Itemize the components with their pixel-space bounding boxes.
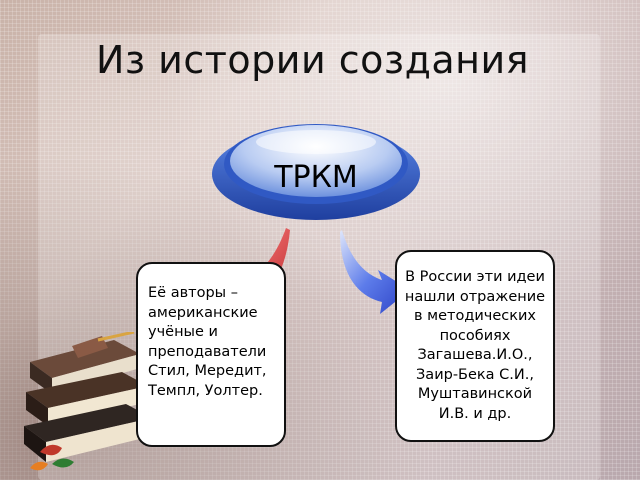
- books-illustration: [24, 332, 152, 471]
- central-node-label: ТРКМ: [274, 160, 358, 195]
- central-node: [212, 124, 420, 220]
- left-text: Её авторы – американские учёные и препод…: [148, 285, 267, 399]
- right-arrow: [340, 230, 410, 314]
- right-text: В России эти идеи нашли отражение в мето…: [404, 269, 546, 422]
- right-text-box: В России эти идеи нашли отражение в мето…: [395, 250, 555, 442]
- left-text-box: Её авторы – американские учёные и препод…: [136, 262, 286, 447]
- slide-title: Из истории создания: [95, 38, 530, 82]
